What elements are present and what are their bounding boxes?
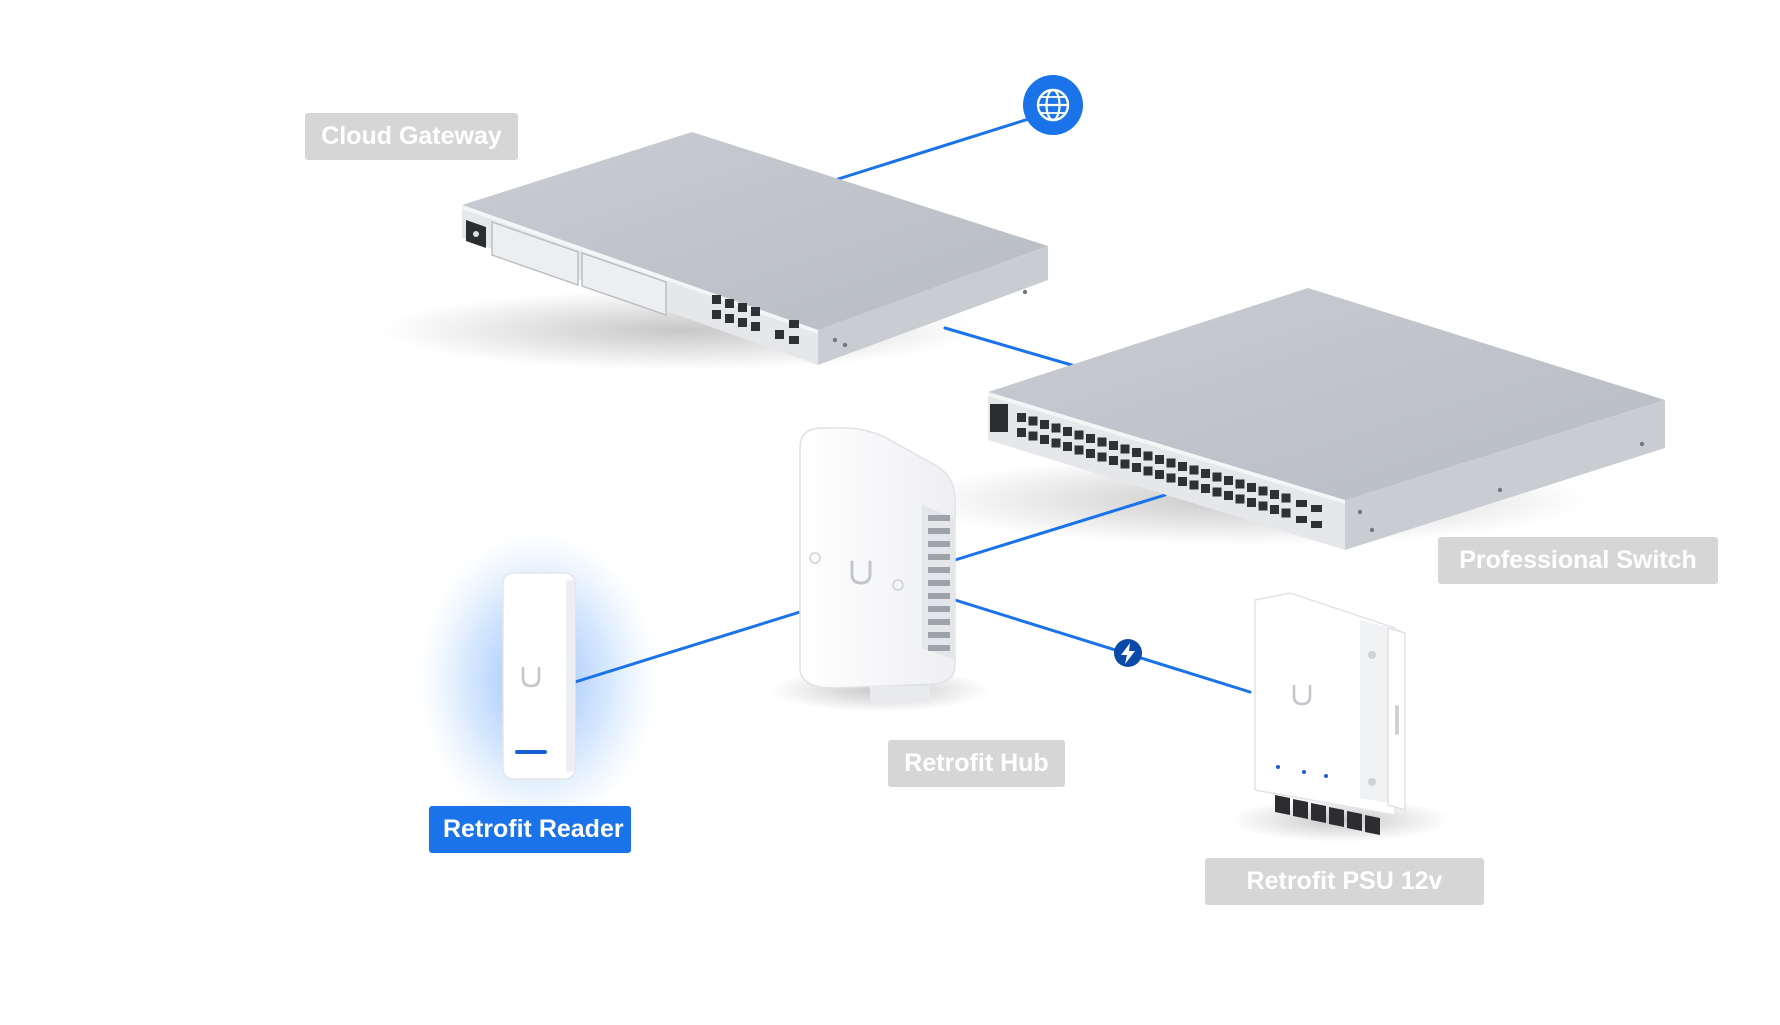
link-internet-gateway	[833, 115, 1037, 182]
label-retrofit-reader[interactable]: Retrofit Reader	[429, 806, 631, 853]
link-hub-reader	[573, 610, 802, 684]
switch-port	[1258, 501, 1268, 511]
switch-port	[1155, 470, 1164, 479]
switch-port	[1224, 476, 1233, 485]
label-cloud-gateway[interactable]: Cloud Gateway	[305, 113, 518, 160]
label-retrofit-psu[interactable]: Retrofit PSU 12v	[1205, 858, 1484, 905]
psu-leds	[1276, 765, 1328, 778]
retrofit-reader-device[interactable]	[502, 572, 576, 780]
professional-switch-device[interactable]	[988, 288, 1665, 550]
switch-sfp-ports	[1296, 500, 1322, 528]
switch-port	[1143, 466, 1153, 476]
link-gateway-switch	[943, 326, 1077, 368]
switch-port	[1224, 491, 1233, 500]
switch-port	[1132, 463, 1141, 472]
retrofit-psu-device[interactable]	[1254, 592, 1406, 835]
link-switch-hub	[953, 493, 1167, 562]
gateway-ports	[712, 295, 799, 344]
switch-port	[1247, 498, 1256, 507]
switch-port	[1270, 490, 1279, 499]
switch-port	[1201, 484, 1210, 493]
switch-port	[1063, 442, 1072, 451]
label-retrofit-hub[interactable]: Retrofit Hub	[888, 740, 1065, 787]
switch-port	[1074, 430, 1084, 440]
switch-port	[1201, 469, 1210, 478]
switch-port	[1132, 448, 1141, 457]
switch-port	[1281, 508, 1291, 518]
retrofit-hub-device[interactable]	[799, 427, 956, 702]
switch-port	[1017, 413, 1026, 422]
globe-icon[interactable]	[1023, 75, 1083, 135]
switch-port	[1120, 444, 1130, 454]
switch-port	[1051, 438, 1061, 448]
switch-port	[1212, 487, 1222, 497]
switch-port	[1086, 449, 1095, 458]
switch-port	[1017, 428, 1026, 437]
switch-port	[1166, 473, 1176, 483]
connections	[573, 115, 1252, 694]
switch-port	[1189, 480, 1199, 490]
switch-port	[1063, 427, 1072, 436]
switch-port	[1109, 456, 1118, 465]
switch-port	[1028, 416, 1038, 426]
switch-port	[1074, 445, 1084, 455]
switch-port	[1109, 441, 1118, 450]
switch-ports	[1017, 413, 1291, 518]
switch-port	[1040, 435, 1049, 444]
switch-port	[1235, 494, 1245, 504]
switch-port	[1155, 455, 1164, 464]
link-hub-psu	[953, 598, 1252, 694]
switch-port	[1247, 483, 1256, 492]
switch-port	[1040, 420, 1049, 429]
hub-terminal-block	[928, 515, 950, 651]
reader-u-icon	[521, 666, 541, 688]
switch-port	[1270, 505, 1279, 514]
switch-port	[1258, 486, 1268, 496]
switch-port	[1051, 423, 1061, 433]
switch-port	[1166, 458, 1176, 468]
switch-port	[1097, 437, 1107, 447]
lightning-icon	[1114, 639, 1142, 667]
switch-port	[1097, 452, 1107, 462]
label-professional-switch[interactable]: Professional Switch	[1438, 537, 1718, 584]
ubiquiti-u-icon	[850, 560, 872, 585]
switch-port	[1120, 459, 1130, 469]
switch-port	[1212, 472, 1222, 482]
psu-terminals	[1275, 795, 1380, 835]
switch-port	[1235, 479, 1245, 489]
reader-status-led	[515, 750, 547, 754]
switch-port	[1028, 431, 1038, 441]
switch-port	[1143, 451, 1153, 461]
psu-u-icon	[1292, 684, 1312, 706]
switch-port	[1178, 477, 1187, 486]
switch-port	[1178, 462, 1187, 471]
switch-port	[1281, 493, 1291, 503]
cloud-gateway-device[interactable]	[462, 132, 1048, 365]
switch-port	[1086, 434, 1095, 443]
switch-port	[1189, 465, 1199, 475]
